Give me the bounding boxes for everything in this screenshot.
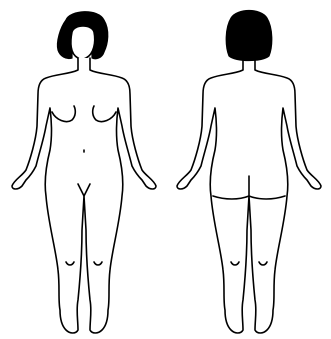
front-face xyxy=(71,26,95,60)
female-body-front-icon xyxy=(0,0,166,339)
front-figure-svg xyxy=(0,0,166,339)
female-body-back-icon xyxy=(165,0,331,339)
back-hair xyxy=(226,11,272,61)
back-figure-svg xyxy=(165,0,331,339)
